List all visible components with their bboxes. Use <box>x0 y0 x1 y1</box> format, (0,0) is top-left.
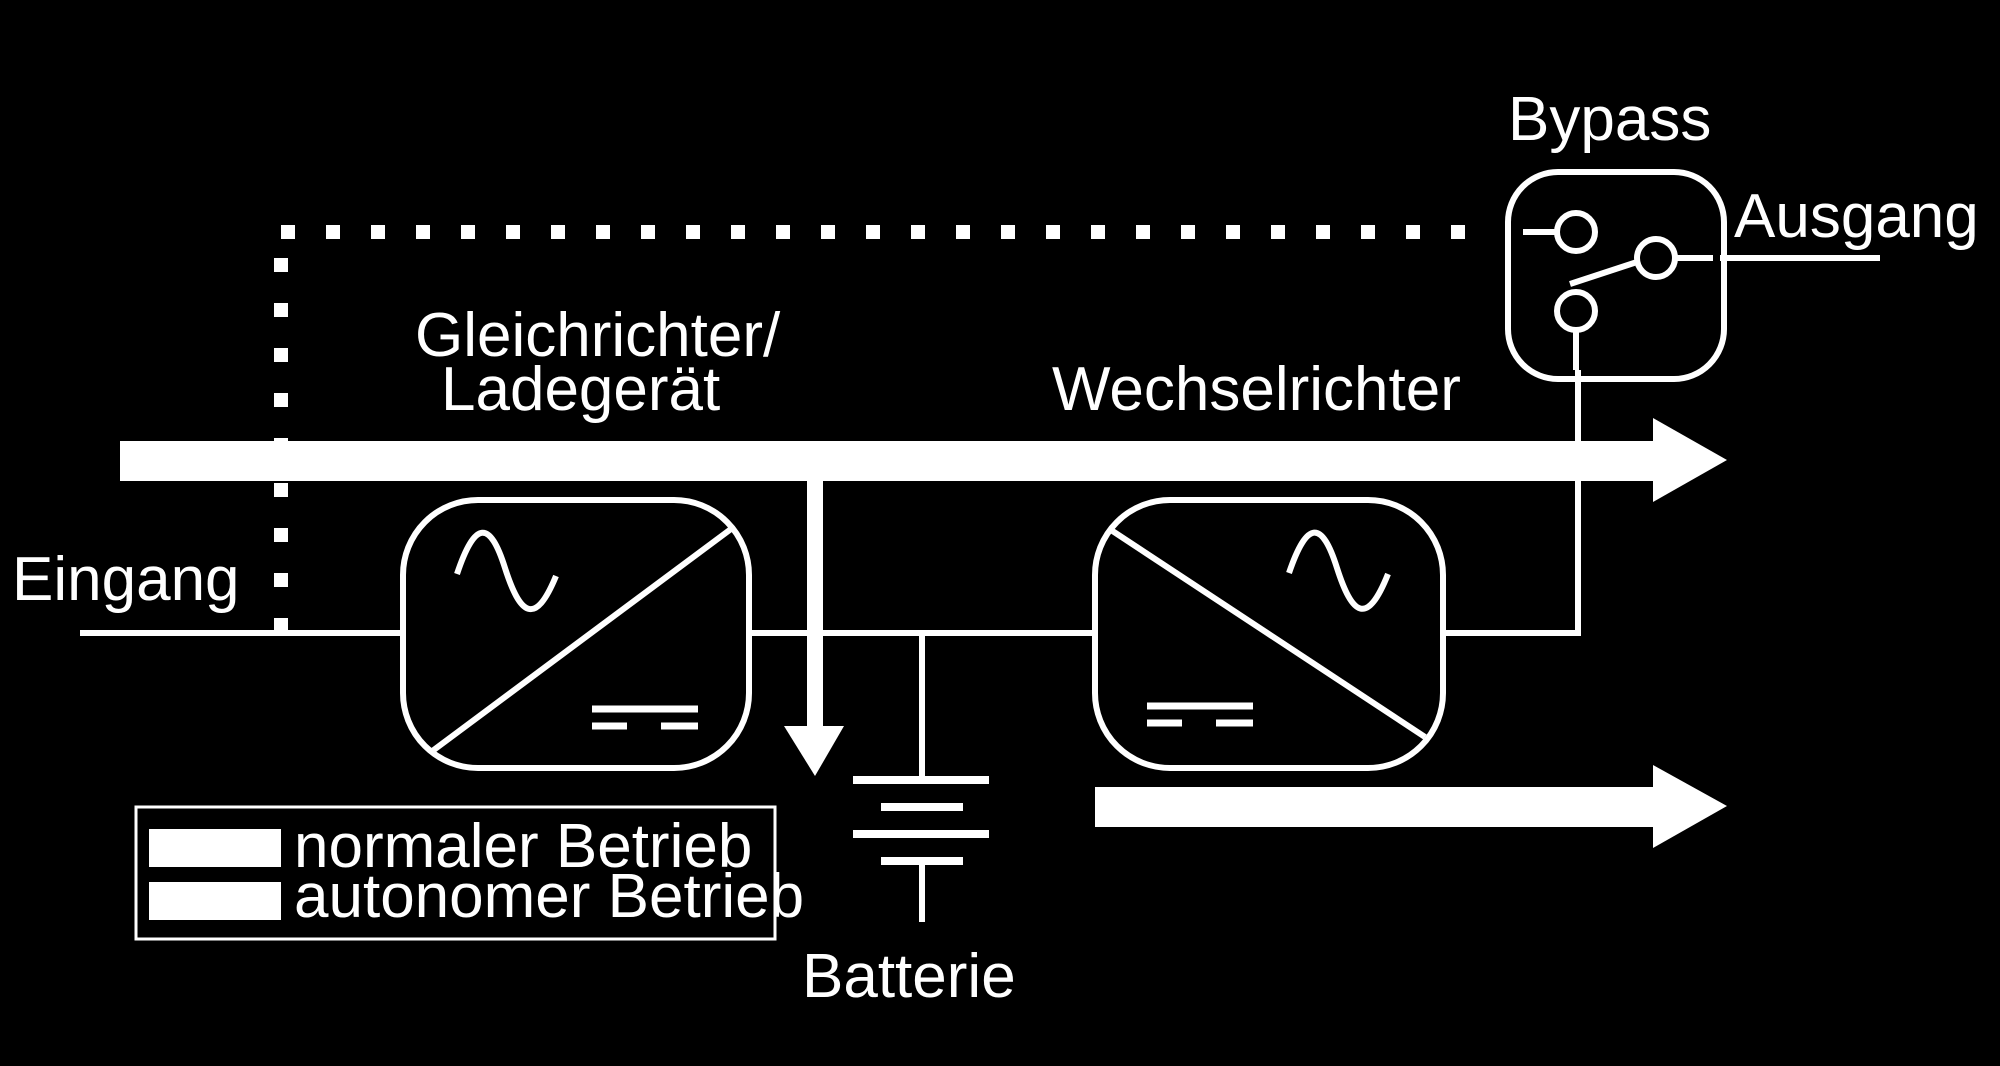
legend-frame <box>134 805 777 941</box>
rectifier-block <box>400 497 752 771</box>
rectifier-label-line2: Ladegerät <box>441 355 720 424</box>
inverter-label: Wechselrichter <box>1052 355 1461 424</box>
battery-label: Batterie <box>802 942 1016 1011</box>
dc-symbol-icon <box>1147 702 1253 727</box>
bypass-switch-block <box>1505 169 1727 382</box>
legend: normaler Betrieb autonomer Betrieb <box>134 805 804 941</box>
switch-contact-icon <box>1554 210 1598 254</box>
legend-swatch-autonomous <box>149 882 281 920</box>
bypass-label: Bypass <box>1508 85 1711 154</box>
input-label: Eingang <box>12 545 240 614</box>
wiring <box>80 255 1880 776</box>
output-label: Ausgang <box>1734 182 1979 251</box>
normal-operation-arrow <box>120 418 1727 502</box>
legend-label-autonomous: autonomer Betrieb <box>294 862 804 931</box>
legend-label-normal: normaler Betrieb <box>294 812 752 881</box>
dc-symbol-icon <box>592 705 698 730</box>
ac-wave-icon <box>1286 529 1391 612</box>
ac-wave-icon <box>454 529 559 612</box>
rectifier-label-line1: Gleichrichter/ <box>415 301 781 370</box>
legend-swatch-normal <box>149 829 281 867</box>
bypass-dotted-line <box>274 225 1480 632</box>
autonomous-operation-arrow <box>1095 765 1727 848</box>
inverter-block <box>1092 497 1446 771</box>
battery-icon <box>853 776 989 922</box>
charge-down-arrow <box>784 476 844 776</box>
